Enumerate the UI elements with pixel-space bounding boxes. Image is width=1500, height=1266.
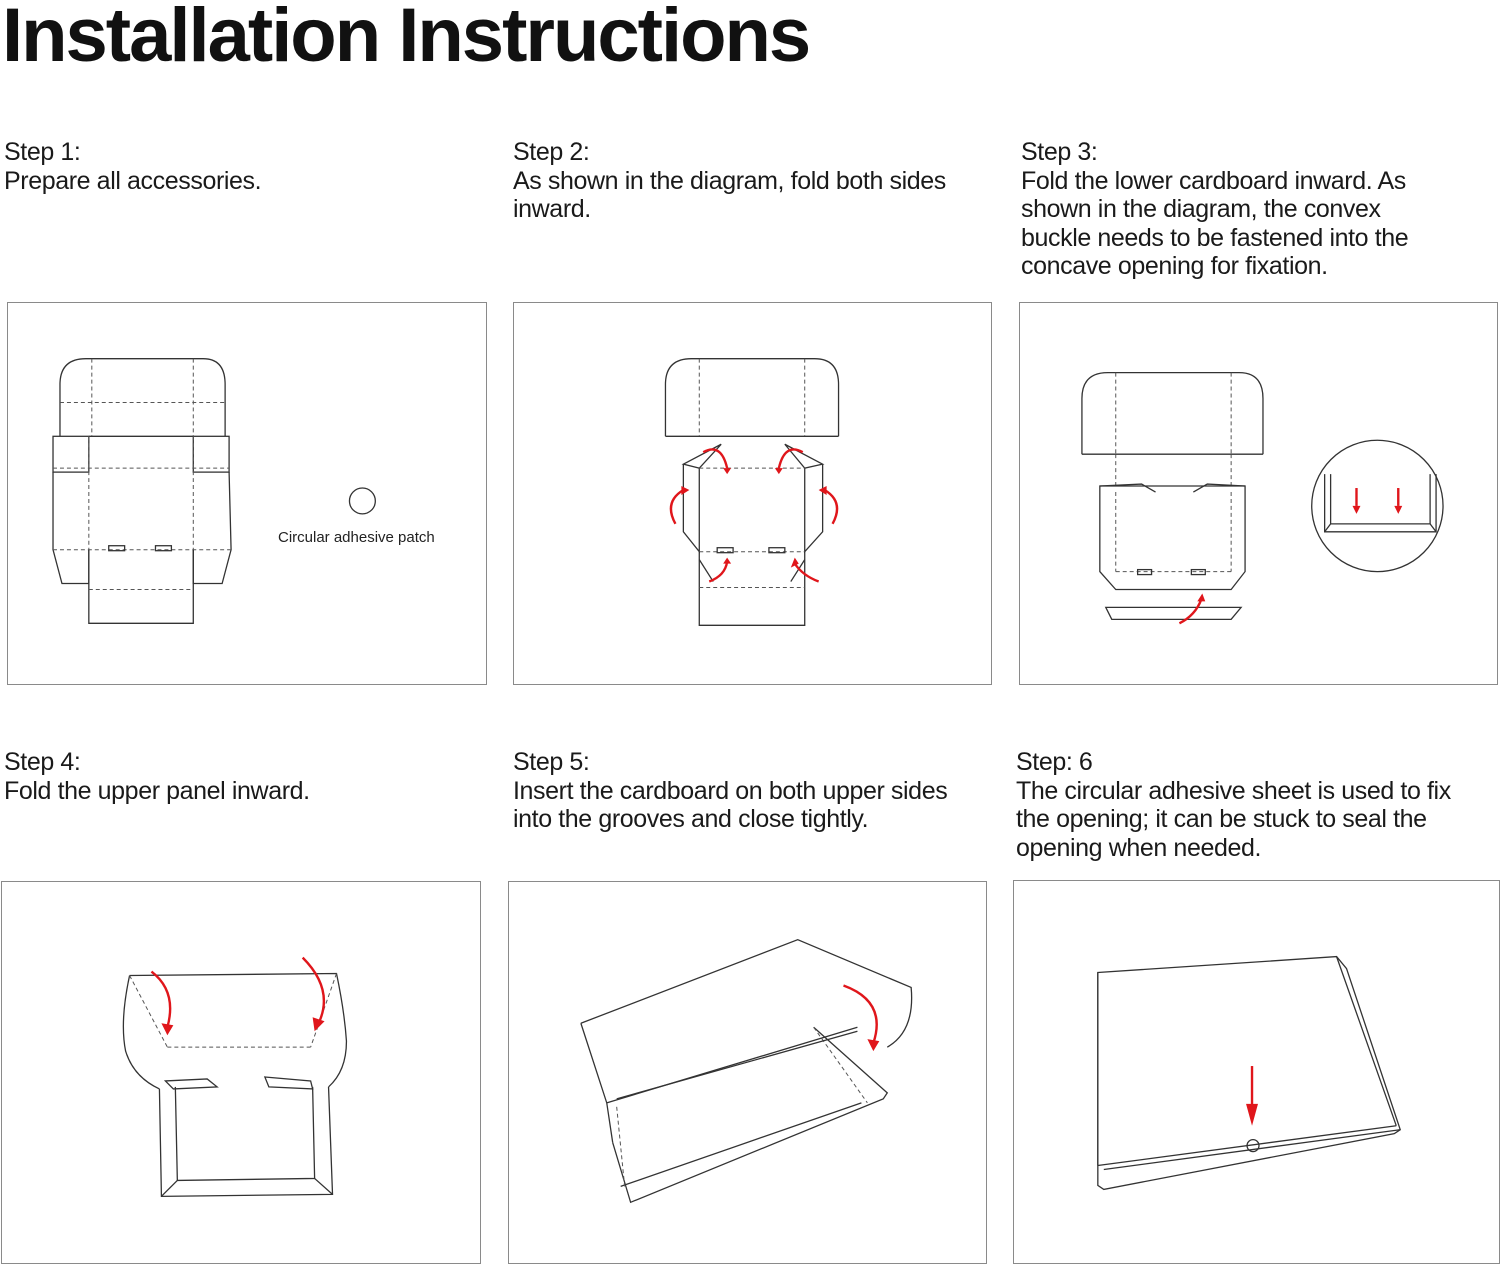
step-4-text: Step 4: Fold the upper panel inward. [4, 748, 310, 805]
step-3-line-4: concave opening for fixation. [1021, 252, 1328, 280]
fold-lower-cardboard-illustration [1081, 371, 1444, 625]
unfolded-box-illustration [52, 358, 376, 624]
step-1-heading: Step 1: [4, 138, 81, 166]
insert-cardboard-illustration [580, 939, 913, 1204]
step-3-line-3: buckle needs to be fastened into the [1021, 223, 1409, 252]
step-6-text: Step: 6 The circular adhesive sheet is u… [1016, 748, 1451, 862]
step-2-line-2: inward. [513, 195, 591, 223]
step-4-diagram [1, 881, 481, 1264]
fold-upper-panel-illustration [122, 956, 348, 1198]
step-3-heading: Step 3: [1021, 138, 1098, 166]
step-5-diagram [508, 881, 987, 1264]
closed-box-illustration [1097, 955, 1402, 1191]
fold-sides-illustration [664, 358, 840, 626]
step-1-text: Step 1: Prepare all accessories. [4, 138, 262, 195]
step-5-line-2: into the grooves and close tightly. [513, 805, 869, 833]
step-2-diagram [513, 302, 992, 685]
step-6-line-3: opening when needed. [1016, 833, 1262, 862]
step-1-diagram: Circular adhesive patch [7, 302, 487, 685]
step-3-diagram [1019, 302, 1498, 685]
step-6-line-2: the opening; it can be stuck to seal the [1016, 805, 1427, 833]
step-2-line-1: As shown in the diagram, fold both sides [513, 166, 946, 195]
step-2-text: Step 2: As shown in the diagram, fold bo… [513, 138, 946, 224]
adhesive-patch-label: Circular adhesive patch [278, 529, 435, 546]
page-title: Installation Instructions [2, 0, 811, 78]
step-5-line-1: Insert the cardboard on both upper sides [513, 776, 948, 805]
step-3-line-1: Fold the lower cardboard inward. As [1021, 166, 1406, 195]
step-2-heading: Step 2: [513, 138, 590, 166]
step-6-heading: Step: 6 [1016, 748, 1093, 776]
step-5-text: Step 5: Insert the cardboard on both upp… [513, 748, 948, 834]
step-6-line-1: The circular adhesive sheet is used to f… [1016, 776, 1451, 805]
step-5-heading: Step 5: [513, 748, 590, 776]
step-4-line-1: Fold the upper panel inward. [4, 776, 310, 805]
step-4-heading: Step 4: [4, 748, 81, 776]
step-6-diagram [1013, 880, 1500, 1264]
step-3-text: Step 3: Fold the lower cardboard inward.… [1021, 138, 1409, 281]
step-3-line-2: shown in the diagram, the convex [1021, 195, 1381, 223]
step-1-line-1: Prepare all accessories. [4, 166, 262, 195]
